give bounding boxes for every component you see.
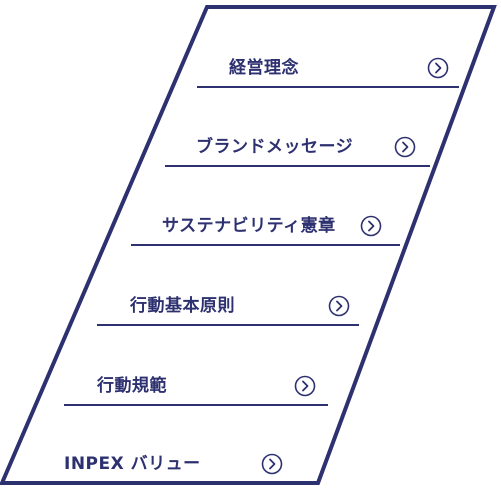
- menu-item-divider: [131, 244, 400, 246]
- menu-item-divider: [97, 324, 359, 326]
- menu-item-sustainability-charter[interactable]: サステナビリティ憲章: [131, 206, 400, 246]
- menu-item-divider: [165, 165, 430, 167]
- menu-item-label: 行動基本原則: [130, 296, 235, 316]
- chevron-right-circle-icon: [328, 295, 350, 317]
- menu-item-divider: [197, 86, 459, 88]
- menu-item-code-of-conduct[interactable]: 行動規範: [64, 366, 328, 406]
- menu-item-management-philosophy[interactable]: 経営理念: [197, 48, 459, 88]
- menu-item-label: 経営理念: [229, 58, 299, 78]
- menu-item-basic-conduct-principles[interactable]: 行動基本原則: [97, 286, 359, 326]
- menu-item-label: ブランドメッセージ: [196, 137, 354, 157]
- chevron-right-circle-icon: [394, 136, 416, 158]
- chevron-right-circle-icon: [360, 215, 382, 237]
- menu-item-label: 行動規範: [97, 376, 167, 396]
- menu-item-label: INPEX バリュー: [64, 454, 201, 474]
- chevron-right-circle-icon: [261, 453, 283, 475]
- chevron-right-circle-icon: [427, 57, 449, 79]
- menu-item-label: サステナビリティ憲章: [162, 216, 336, 236]
- chevron-right-circle-icon: [294, 375, 316, 397]
- menu-item-inpex-values[interactable]: INPEX バリュー: [40, 444, 300, 484]
- menu-item-brand-message[interactable]: ブランドメッセージ: [165, 127, 430, 167]
- menu-item-divider: [64, 404, 328, 406]
